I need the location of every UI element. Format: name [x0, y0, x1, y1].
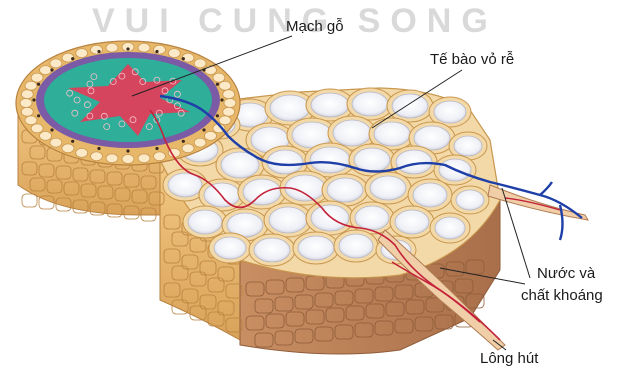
epidermis-cell — [91, 45, 103, 54]
cell-dot — [71, 57, 74, 60]
epidermis-cell — [213, 73, 225, 82]
cell-vacuole — [333, 120, 371, 146]
cell-vacuole — [298, 236, 334, 260]
epidermis-cell — [40, 66, 52, 75]
cell-vacuole — [434, 101, 466, 123]
cell-dot — [216, 83, 219, 86]
epidermis-cell — [224, 99, 236, 108]
epidermis-cell — [31, 124, 43, 133]
label-xylem: Mạch gỗ — [286, 18, 344, 35]
label-root-hair: Lông hút — [480, 350, 538, 367]
cell-vacuole — [310, 147, 350, 173]
cell-vacuole — [355, 206, 389, 230]
cell-dot — [37, 83, 40, 86]
epidermis-cell — [76, 49, 88, 58]
cell-vacuole — [374, 122, 410, 146]
cell-dot — [220, 98, 223, 101]
cell-vacuole — [168, 173, 202, 197]
epidermis-cell — [223, 107, 235, 116]
epidermis-cell — [219, 81, 231, 90]
cell-vacuole — [413, 183, 447, 207]
epidermis-cell — [21, 107, 33, 116]
cell-vacuole — [270, 95, 310, 121]
epidermis-cell — [76, 148, 88, 157]
epidermis-cell — [223, 90, 235, 99]
cell-vacuole — [311, 93, 349, 117]
epidermis-cell — [205, 131, 217, 140]
epidermis-cell — [138, 154, 150, 163]
epidermis-cell — [154, 152, 166, 161]
cell-vacuole — [243, 179, 281, 205]
cell-dot — [126, 149, 129, 152]
cell-dot — [32, 98, 35, 101]
epidermis-cell — [182, 144, 194, 153]
cell-vacuole — [327, 178, 363, 202]
epidermis-cell — [106, 154, 118, 163]
epidermis-cell — [50, 59, 62, 68]
cell-dot — [126, 47, 129, 50]
cell-vacuole — [254, 238, 290, 262]
label-cortex-cell: Tế bào vỏ rễ — [430, 51, 514, 68]
cell-dot — [155, 50, 158, 53]
cell-dot — [97, 50, 100, 53]
epidermis-cell — [122, 155, 134, 164]
cell-vacuole — [214, 237, 246, 259]
epidermis-cell — [62, 144, 74, 153]
cell-dot — [50, 68, 53, 71]
epidermis-cell — [21, 90, 33, 99]
epidermis-cell — [219, 116, 231, 125]
label-water-line2: chất khoáng — [521, 287, 603, 304]
cell-dot — [155, 147, 158, 150]
epidermis-cell — [154, 45, 166, 54]
cell-vacuole — [392, 94, 428, 118]
side-cell — [22, 194, 37, 207]
cell-vacuole — [339, 234, 373, 258]
cell-dot — [182, 57, 185, 60]
cell-dot — [50, 128, 53, 131]
epidermis-cell — [106, 43, 118, 52]
cell-vacuole — [267, 150, 303, 174]
cell-vacuole — [188, 210, 222, 234]
cell-vacuole — [311, 205, 349, 231]
epidermis-cell — [194, 59, 206, 68]
epidermis-cell — [40, 131, 52, 140]
epidermis-cell — [138, 43, 150, 52]
epidermis-cell — [168, 49, 180, 58]
epidermis-cell — [25, 116, 37, 125]
cell-vacuole — [352, 92, 388, 116]
label-water-line1: Nước và — [537, 265, 595, 282]
cell-dot — [37, 114, 40, 117]
cell-vacuole — [456, 190, 484, 210]
epidermis-cell — [194, 138, 206, 147]
cell-dot — [216, 114, 219, 117]
cell-dot — [71, 140, 74, 143]
cell-dot — [97, 147, 100, 150]
cell-dot — [202, 128, 205, 131]
epidermis-cell — [25, 81, 37, 90]
cell-vacuole — [454, 136, 482, 156]
cell-vacuole — [395, 210, 429, 234]
epidermis-cell — [91, 152, 103, 161]
cell-dot — [182, 140, 185, 143]
epidermis-cell — [50, 138, 62, 147]
epidermis-cell — [31, 73, 43, 82]
cell-vacuole — [370, 176, 406, 200]
cell-vacuole — [435, 217, 465, 239]
epidermis-cell — [20, 99, 32, 108]
cell-vacuole — [269, 207, 307, 233]
